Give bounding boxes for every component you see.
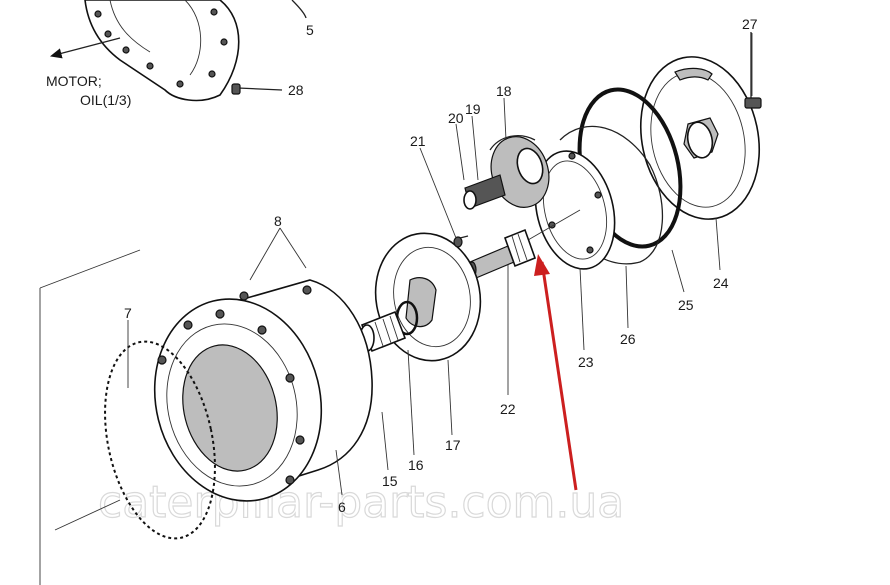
- motor-note-line2: OIL(1/3): [80, 92, 131, 108]
- needle-bearing-part: [359, 310, 407, 353]
- callout-20: 20: [448, 110, 464, 126]
- callout-23: 23: [578, 354, 594, 370]
- callout-22: 22: [500, 401, 516, 417]
- callout-15: 15: [382, 473, 398, 489]
- carrier-disc-part: [374, 232, 482, 362]
- callout-21: 21: [410, 133, 426, 149]
- end-cover-assembly: [639, 32, 762, 220]
- sun-gear-shaft-part: [467, 228, 537, 279]
- callout-7: 7: [124, 305, 132, 321]
- leader-lines: [127, 33, 753, 496]
- red-pointer-arrow: [534, 254, 578, 491]
- callout-18: 18: [496, 83, 512, 99]
- seal-ring-part: [104, 340, 216, 540]
- watermark-text: caterpillar-parts.com.ua: [98, 477, 624, 528]
- callout-25: 25: [678, 297, 694, 313]
- motor-housing-part: [49, 0, 307, 102]
- callout-19: 19: [465, 101, 481, 117]
- thrust-plate-part: [527, 150, 616, 270]
- callout-24: 24: [713, 275, 729, 291]
- ring-gear-housing-part: [153, 279, 373, 502]
- callout-17: 17: [445, 437, 461, 453]
- motor-note-line1: MOTOR;: [46, 73, 102, 89]
- callout-5: 5: [306, 22, 314, 38]
- callout-6: 6: [338, 499, 346, 515]
- planet-gear-part: [463, 135, 550, 210]
- callout-27: 27: [742, 16, 758, 32]
- callout-26: 26: [620, 331, 636, 347]
- callout-28: 28: [288, 82, 304, 98]
- callout-8: 8: [274, 213, 282, 229]
- callout-16: 16: [408, 457, 424, 473]
